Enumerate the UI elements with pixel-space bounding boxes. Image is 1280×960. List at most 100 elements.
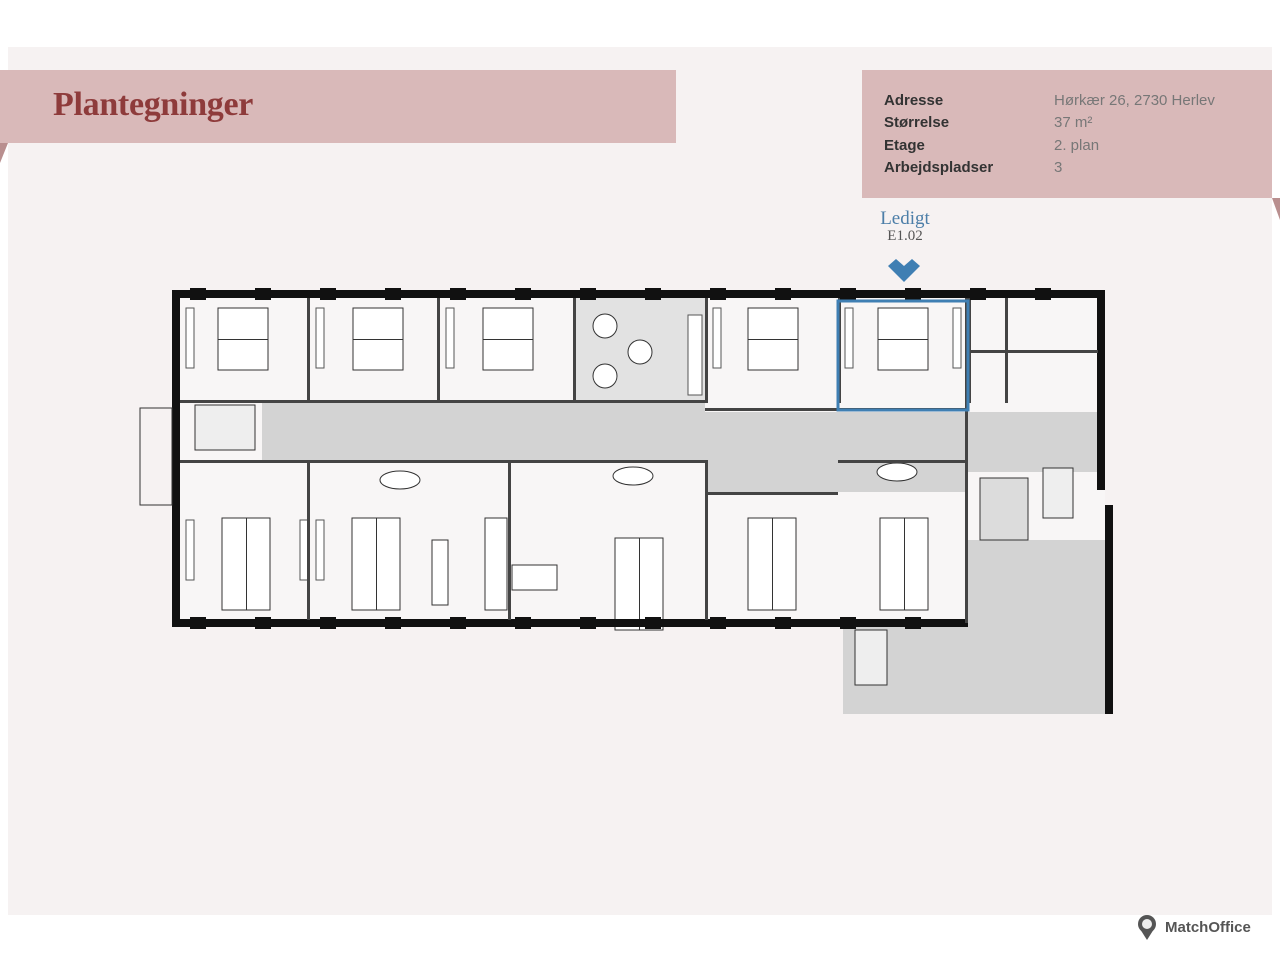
info-fold <box>1272 198 1280 220</box>
info-label: Arbejdspladser <box>884 159 994 176</box>
kitchenette <box>687 314 703 396</box>
window-pier <box>580 617 596 629</box>
info-label: Etage <box>884 137 925 154</box>
window-pier <box>450 617 466 629</box>
info-value: Hørkær 26, 2730 Herlev <box>1054 92 1215 109</box>
lounge-chairs <box>612 466 654 486</box>
storage-cabinet <box>185 307 195 369</box>
window-pier <box>515 617 531 629</box>
window-pier <box>1035 288 1051 300</box>
info-value: 2. plan <box>1054 137 1100 154</box>
partition-wall <box>307 460 310 620</box>
window-pier <box>840 288 856 300</box>
title-band <box>0 70 676 143</box>
desk-divider <box>904 518 905 610</box>
window-pier <box>385 288 401 300</box>
storage-cabinet <box>315 519 325 581</box>
partition-wall <box>705 492 838 495</box>
corridor <box>965 540 1105 627</box>
stairs <box>139 407 173 506</box>
extension-area <box>843 627 1113 714</box>
desk-divider <box>878 339 928 340</box>
window-pier <box>645 288 661 300</box>
round-table <box>592 363 618 389</box>
desk-divider <box>772 518 773 610</box>
desk-divider <box>353 339 403 340</box>
window-pier <box>645 617 661 629</box>
partition-wall <box>965 298 968 623</box>
window-pier <box>580 288 596 300</box>
round-table <box>627 339 653 365</box>
window-pier <box>905 617 921 629</box>
partition-wall <box>307 298 310 403</box>
window-pier <box>840 617 856 629</box>
window-pier <box>190 617 206 629</box>
storage-cabinet <box>445 307 455 369</box>
window-pier <box>255 617 271 629</box>
stairs <box>1042 467 1074 519</box>
window-pier <box>970 288 986 300</box>
storage-cabinet <box>185 519 195 581</box>
highlighted-unit-E1-02[interactable] <box>836 299 970 412</box>
window-pier <box>190 288 206 300</box>
location-pin-icon <box>1138 915 1156 940</box>
desk-divider <box>218 339 268 340</box>
stairs <box>194 404 256 451</box>
wall <box>172 290 180 627</box>
partition-wall <box>573 298 576 403</box>
partition-wall <box>705 408 965 411</box>
wall <box>172 619 968 627</box>
window-pier <box>320 617 336 629</box>
lounge-chairs <box>876 462 918 482</box>
title-fold <box>0 143 8 163</box>
round-table <box>592 313 618 339</box>
info-value: 3 <box>1054 159 1063 176</box>
window-pier <box>255 288 271 300</box>
partition-wall <box>180 460 705 463</box>
desk-divider <box>639 538 640 630</box>
desk-divider <box>246 518 247 610</box>
window-pier <box>710 617 726 629</box>
lounge-chairs <box>379 470 421 490</box>
window-pier <box>905 288 921 300</box>
window-pier <box>385 617 401 629</box>
partition-wall <box>180 400 705 403</box>
desk <box>484 517 508 611</box>
stairs <box>854 629 888 686</box>
storage-cabinet <box>712 307 722 369</box>
storage-cabinet <box>315 307 325 369</box>
matchoffice-logo: MatchOffice <box>1134 913 1251 941</box>
storage-cabinet <box>299 519 309 581</box>
unit-status: Ledigt <box>880 208 930 229</box>
corridor <box>705 412 965 492</box>
property-info-box: Adresse Hørkær 26, 2730 Herlev Størrelse 3… <box>862 70 1272 198</box>
storage-cabinet <box>952 307 962 369</box>
info-label: Adresse <box>884 92 944 109</box>
elevator <box>979 477 1029 541</box>
window-pier <box>710 288 726 300</box>
desk-divider <box>748 339 798 340</box>
window-pier <box>775 288 791 300</box>
info-label: Størrelse <box>884 114 950 131</box>
window-pier <box>515 288 531 300</box>
storage-cabinet <box>844 307 854 369</box>
corridor <box>262 403 705 461</box>
unit-status-label[interactable]: Ledigt E1.02 <box>865 208 945 245</box>
chevron-down-icon[interactable] <box>888 259 920 282</box>
partition-wall <box>508 460 511 620</box>
unit-code: E1.02 <box>887 228 923 244</box>
reception-desk <box>511 564 558 591</box>
wall <box>172 290 1105 298</box>
page-title: Plantegninger <box>53 86 254 123</box>
window-pier <box>450 288 466 300</box>
partition-wall <box>437 298 440 403</box>
window-pier <box>320 288 336 300</box>
partition-wall <box>968 350 1098 353</box>
desk-divider <box>376 518 377 610</box>
wall <box>1105 505 1113 714</box>
info-value: 37 m² <box>1054 114 1093 131</box>
window-pier <box>775 617 791 629</box>
desk-divider <box>483 339 533 340</box>
partition-wall <box>838 460 968 463</box>
